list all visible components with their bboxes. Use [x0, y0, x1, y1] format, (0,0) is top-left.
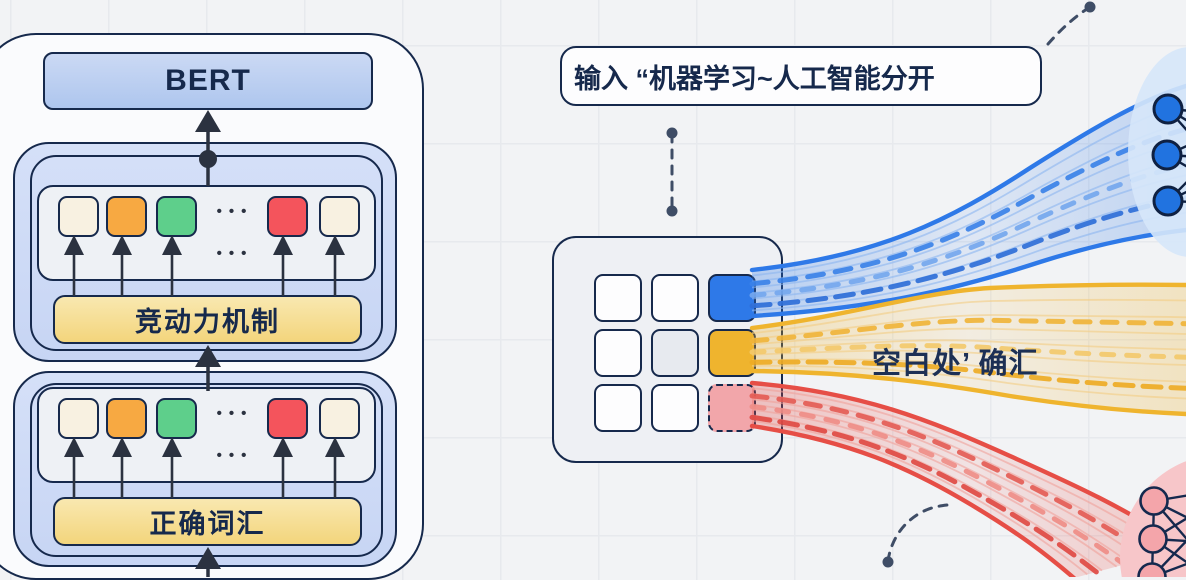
grid-cell-r3c2: [651, 384, 699, 432]
token-square-red: [267, 196, 308, 237]
bert-title: BERT: [165, 64, 251, 97]
token-square-cream: [319, 398, 360, 439]
band-red: [749, 380, 1186, 577]
band-annotation: 空白处’ 确汇: [872, 348, 1039, 380]
token-row-upper: ••• •••: [37, 185, 376, 281]
connector-top-right: [1046, 1, 1096, 46]
token-square-cream: [58, 196, 99, 237]
attention-label-box: 竞动力机制: [53, 295, 362, 344]
grid-cell-r2c2: [651, 329, 699, 377]
grid-cell-yellow-masked: [708, 329, 756, 377]
token-square-cream: [58, 398, 99, 439]
blue-network-nodes: [1128, 47, 1186, 257]
bert-title-box: BERT: [43, 52, 373, 110]
masked-token-grid: [552, 236, 783, 463]
band-blue: [749, 83, 1186, 319]
token-square-orange: [106, 398, 147, 439]
input-sentence-text: 输入 “机器学习~人工智能分开: [574, 63, 935, 94]
token-square-green: [156, 196, 197, 237]
grid-cell-r1c2: [651, 274, 699, 322]
ellipsis-dots: •••: [216, 447, 254, 464]
token-square-green: [156, 398, 197, 439]
token-square-red: [267, 398, 308, 439]
ellipsis-dots: •••: [216, 405, 254, 422]
token-square-cream: [319, 196, 360, 237]
vocab-label-box: 正确词汇: [53, 497, 362, 546]
attention-label: 竞动力机制: [135, 307, 280, 337]
token-square-orange: [106, 196, 147, 237]
grid-cell-r3c1: [594, 384, 642, 432]
connector-bottom: [882, 503, 949, 568]
vocab-label: 正确词汇: [149, 509, 266, 539]
ellipsis-dots: •••: [216, 203, 254, 220]
grid-cell-pink-masked: [708, 384, 756, 432]
token-row-lower: ••• •••: [37, 387, 376, 483]
input-sentence-box: 输入 “机器学习~人工智能分开: [560, 46, 1042, 106]
pink-network-nodes: [1120, 461, 1186, 577]
ellipsis-dots: •••: [216, 245, 254, 262]
grid-cell-blue-masked: [708, 274, 756, 322]
grid-cell-r1c1: [594, 274, 642, 322]
connector-input-to-grid: [666, 127, 678, 217]
grid-cell-r2c1: [594, 329, 642, 377]
